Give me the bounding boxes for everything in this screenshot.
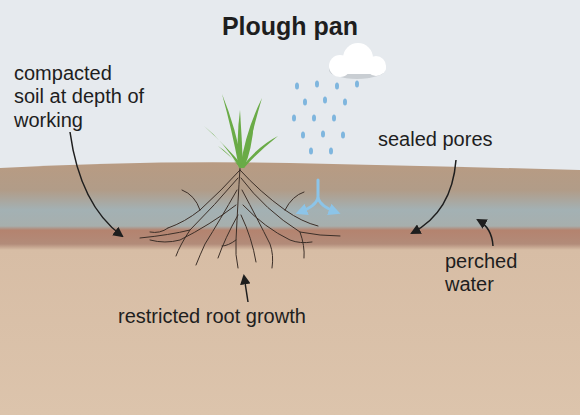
- soil-profile: [0, 162, 580, 415]
- rain-cloud: [329, 43, 386, 79]
- plant-shoot: [204, 94, 278, 168]
- leader-arrows: [70, 132, 493, 302]
- callout-label: restricted root growth: [118, 305, 408, 328]
- plant-roots: [140, 168, 340, 268]
- callout-label: perched water: [445, 250, 555, 297]
- rain-drops: [292, 81, 359, 155]
- water-flow-arrows: [300, 180, 336, 212]
- callout-label: compacted soil at depth of working: [14, 62, 146, 132]
- diagram-title: Plough pan: [0, 12, 580, 41]
- callout-label: sealed pores: [378, 128, 548, 151]
